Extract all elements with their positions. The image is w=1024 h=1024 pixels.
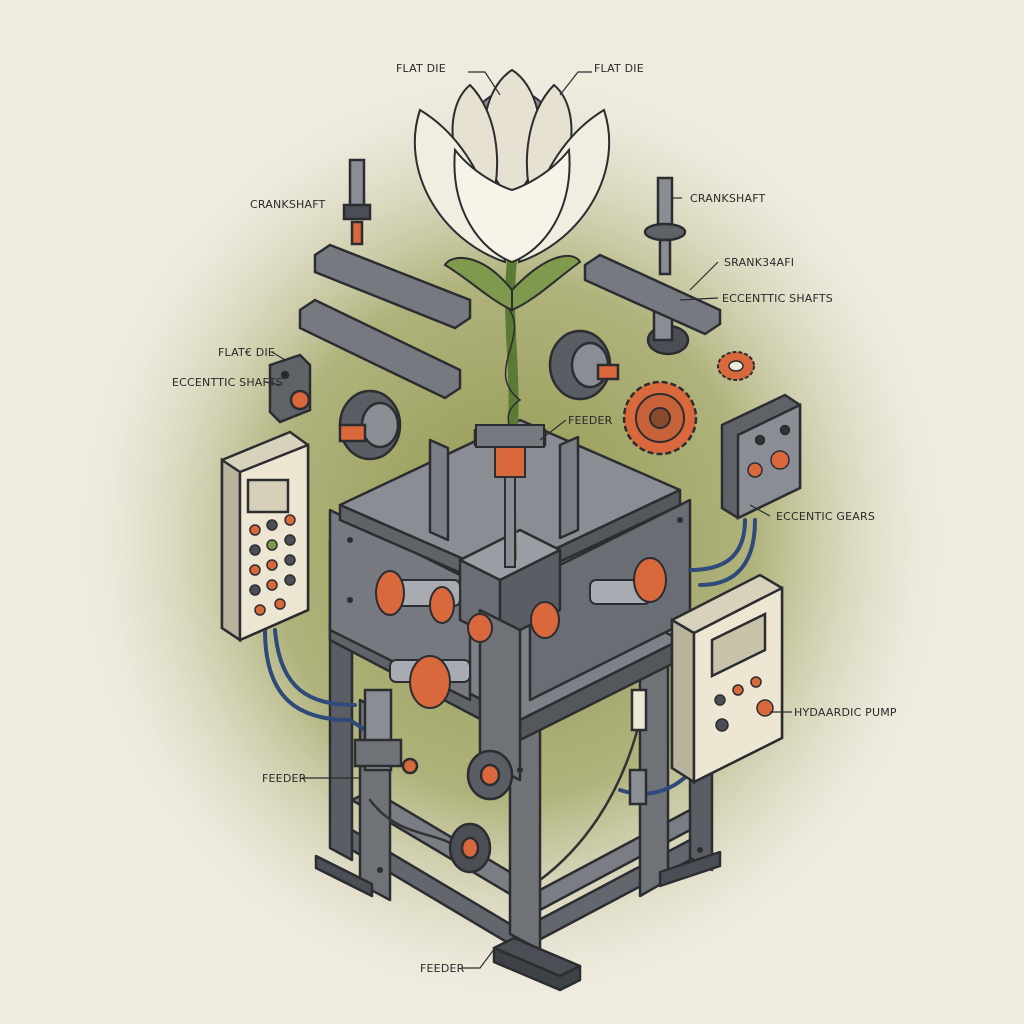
label-crankshaft-left: CRANKSHAFT (250, 198, 326, 211)
small-gear (717, 351, 755, 381)
eccentric-gear (622, 380, 698, 456)
label-eccentric-shafts-left: ECCENTTIC SHAFTS (172, 376, 283, 389)
flat-bars (298, 243, 722, 400)
label-eccentric-shafts-right: ECCENTTIC SHAFTS (722, 292, 833, 305)
right-control-panel (670, 573, 784, 785)
frame-bolts (347, 517, 703, 873)
bolt-icon (342, 158, 687, 276)
flower-icon (413, 68, 611, 561)
left-bracket (268, 353, 312, 424)
label-feeder-left: FEEDER (262, 772, 307, 785)
top-right-junction-box (720, 393, 802, 520)
label-srank: SRANK34AFI (724, 256, 795, 269)
leader-lines (264, 71, 792, 969)
feeder-rod (475, 424, 545, 568)
label-flat-die-top-right: FLAT DIE (594, 62, 644, 75)
label-crankshaft-right: CRANKSHAFT (690, 192, 766, 205)
label-feeder-bottom: FEEDER (420, 962, 465, 975)
label-eccentric-gears: ECCENTIC GEARS (776, 510, 876, 523)
label-flat-die-top-left: FLAT DIE (396, 62, 446, 75)
feeder-assembly (353, 688, 648, 874)
label-feeder-center: FEEDER (568, 414, 613, 427)
coupling-parts (338, 308, 690, 461)
label-hydraulic-pump: HYDAARDIC PUMP (794, 706, 897, 719)
eccentric-shafts-assembly (375, 557, 667, 709)
left-control-panel (220, 430, 310, 643)
label-flat-die-left: FLAT€ DIE (218, 346, 276, 359)
